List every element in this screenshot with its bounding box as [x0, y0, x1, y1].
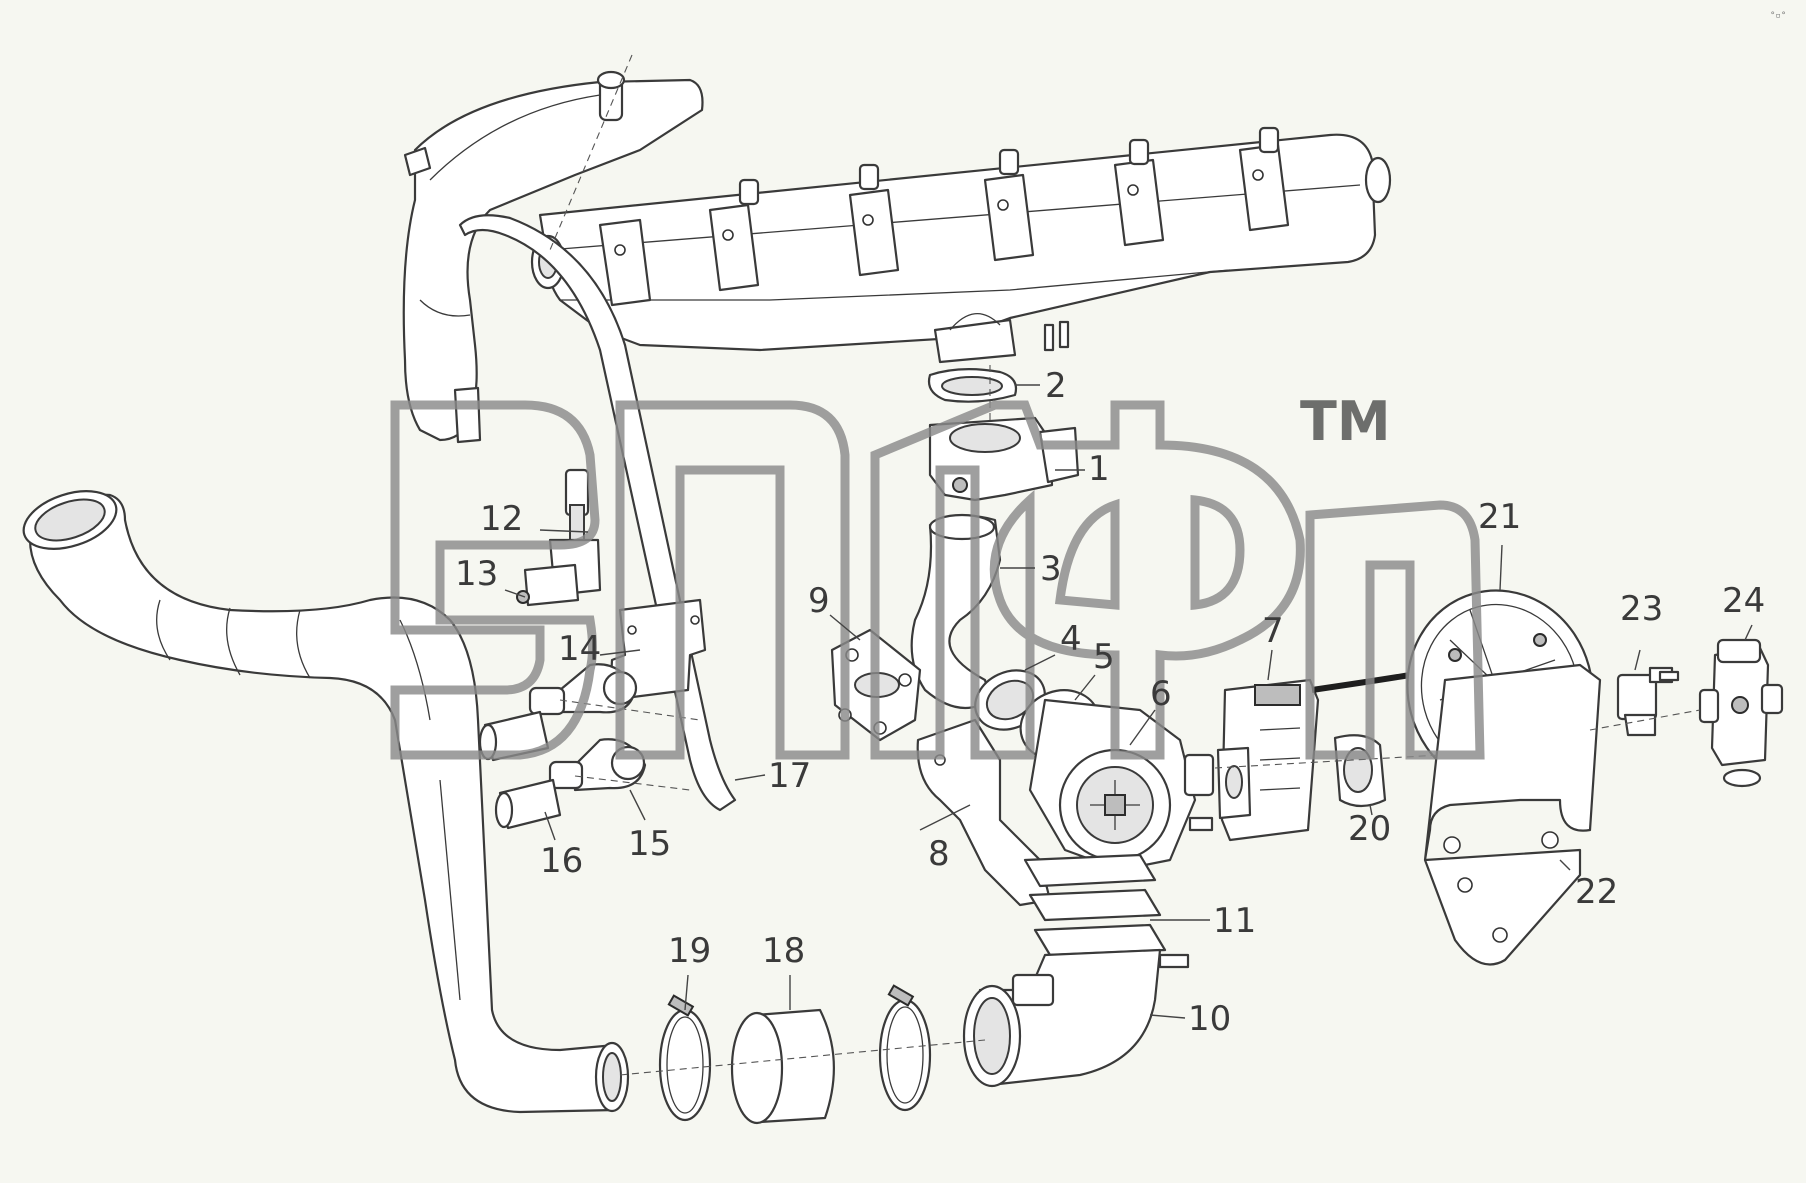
- elbow-hose: [910, 513, 1002, 710]
- intake-pipe: [22, 490, 630, 1114]
- callout-15: 15: [628, 824, 671, 864]
- hose-clamps: [619, 984, 986, 1125]
- solenoid-valve: [1616, 666, 1680, 737]
- callout-7: 7: [1262, 611, 1284, 651]
- callout-4: 4: [1060, 619, 1082, 659]
- callout-12: 12: [480, 499, 523, 539]
- callout-11: 11: [1213, 901, 1256, 941]
- callout-5: 5: [1093, 637, 1115, 677]
- corner-mark: °▫°: [1770, 11, 1786, 21]
- callout-24: 24: [1722, 581, 1765, 621]
- callout-17: 17: [768, 756, 811, 796]
- callout-16: 16: [540, 841, 583, 881]
- callout-8: 8: [928, 834, 950, 874]
- outlet-elbow: [962, 948, 1190, 1088]
- callout-18: 18: [762, 931, 805, 971]
- callout-14: 14: [558, 629, 601, 669]
- callout-22: 22: [1575, 872, 1618, 912]
- callout-2: 2: [1045, 366, 1067, 406]
- callout-9: 9: [808, 581, 830, 621]
- watermark-glyph: [390, 400, 1485, 760]
- turbine-shroud: [402, 70, 704, 444]
- exhaust-manifold: [530, 126, 1392, 364]
- gaskets: [1023, 853, 1167, 957]
- leader-lines: [504, 384, 1753, 1019]
- trademark-symbol: TM: [1300, 390, 1391, 453]
- callout-20: 20: [1348, 809, 1391, 849]
- callout-labels: 1 2 3 4 5 6 7 8 9 10 11 12 13 14 15 16 1…: [455, 366, 1765, 1039]
- callout-19: 19: [668, 931, 711, 971]
- oil-tube: [458, 214, 737, 812]
- callout-3: 3: [1040, 549, 1062, 589]
- callout-6: 6: [1150, 674, 1172, 714]
- callout-23: 23: [1620, 589, 1663, 629]
- callout-1: 1: [1088, 449, 1110, 489]
- throttle-body: [927, 368, 1080, 502]
- control-valve: [1589, 638, 1784, 788]
- callout-13: 13: [455, 554, 498, 594]
- watermark: TM: [390, 390, 1485, 760]
- pneumatic-actuator: [1406, 589, 1602, 966]
- callout-10: 10: [1188, 999, 1231, 1039]
- callout-21: 21: [1478, 497, 1521, 537]
